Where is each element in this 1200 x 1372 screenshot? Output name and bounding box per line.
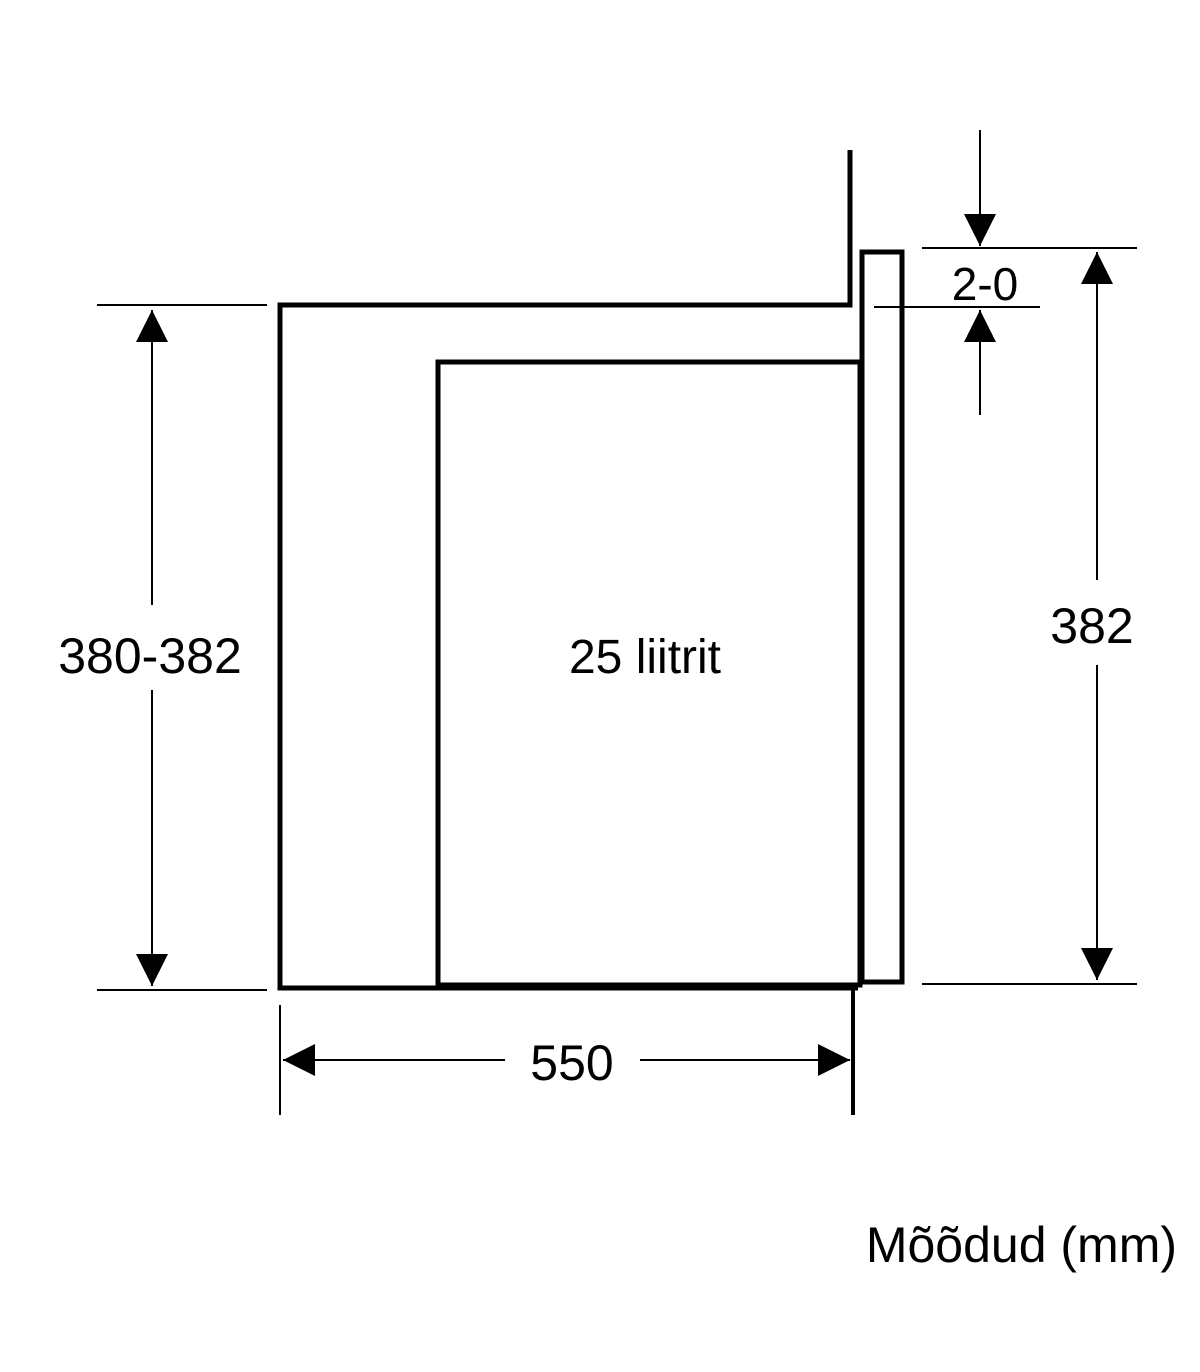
depth-label: 550	[530, 1035, 613, 1091]
gap-label: 2-0	[952, 258, 1018, 310]
cabinet-height-dimension	[97, 304, 267, 991]
units-note: Mõõdud (mm)	[866, 1217, 1177, 1273]
depth-dimension	[279, 1005, 850, 1115]
cabinet-height-label: 380-382	[58, 628, 242, 684]
gap-dimension	[874, 130, 1040, 415]
front-height-label: 382	[1050, 598, 1133, 654]
cabinet-outline	[277, 150, 858, 991]
capacity-label: 25 liitrit	[569, 631, 721, 684]
appliance-front-panel	[859, 249, 905, 985]
front-height-dimension	[922, 247, 1137, 985]
